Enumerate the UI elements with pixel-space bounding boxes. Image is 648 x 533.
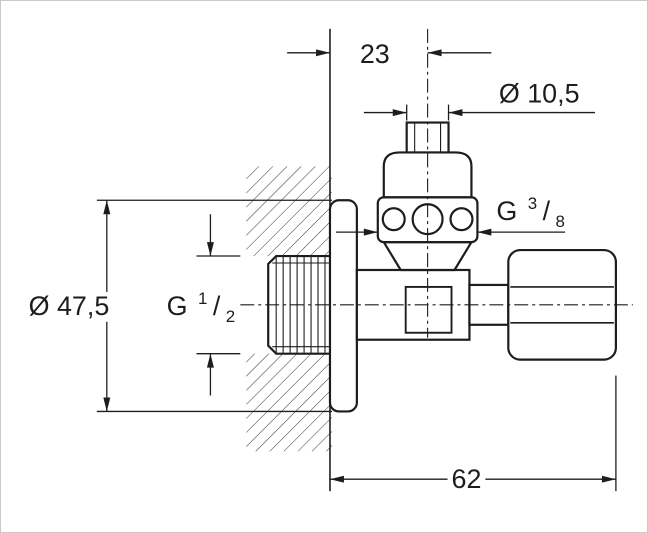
dim-spindle-diameter-label: Ø 10,5: [499, 79, 580, 109]
arrow-right-icon: [601, 475, 616, 483]
dim-flange-diameter-label: Ø 47,5: [29, 291, 110, 321]
centerlines: [240, 28, 633, 338]
arrow-up-icon: [206, 353, 214, 368]
arrow-right-icon: [392, 109, 407, 117]
nut-flat-lines: [510, 286, 614, 324]
dim-inlet-thread: G 1 / 2: [167, 214, 241, 396]
wall-section: [246, 28, 332, 492]
arrow-left-icon: [329, 475, 344, 483]
arrow-left-icon: [427, 49, 442, 57]
dim-outlet-thread: G 3 / 8: [335, 185, 566, 236]
bonnet-circle-right: [449, 207, 474, 232]
dim-outlet-thread-label: G 3 / 8: [496, 185, 565, 231]
dim-flange-diameter: Ø 47,5: [29, 199, 332, 413]
dim-overall-depth: 62: [329, 375, 617, 494]
dim-spindle-diameter: Ø 10,5: [363, 79, 595, 121]
spindle-inner-lines: [414, 122, 442, 153]
dim-top-offset-label: 23: [360, 39, 390, 69]
arrow-right-icon: [316, 49, 330, 57]
valve-cap: [382, 151, 473, 199]
arrow-left-icon: [448, 109, 463, 117]
bonnet-circle-left: [381, 207, 406, 232]
arrow-left-icon: [477, 228, 492, 236]
arrow-down-icon: [206, 242, 214, 257]
arrow-up-icon: [103, 200, 111, 215]
arrow-down-icon: [103, 397, 111, 412]
arrow-right-icon: [363, 228, 378, 236]
dim-top-offset: 23: [287, 39, 492, 69]
wall-hatching-lower: [246, 353, 332, 452]
dim-overall-depth-label: 62: [452, 464, 482, 494]
dim-inlet-thread-label: G 1 / 2: [167, 280, 236, 326]
valve-seat-square: [404, 285, 453, 334]
wall-hatching-upper: [246, 166, 332, 257]
